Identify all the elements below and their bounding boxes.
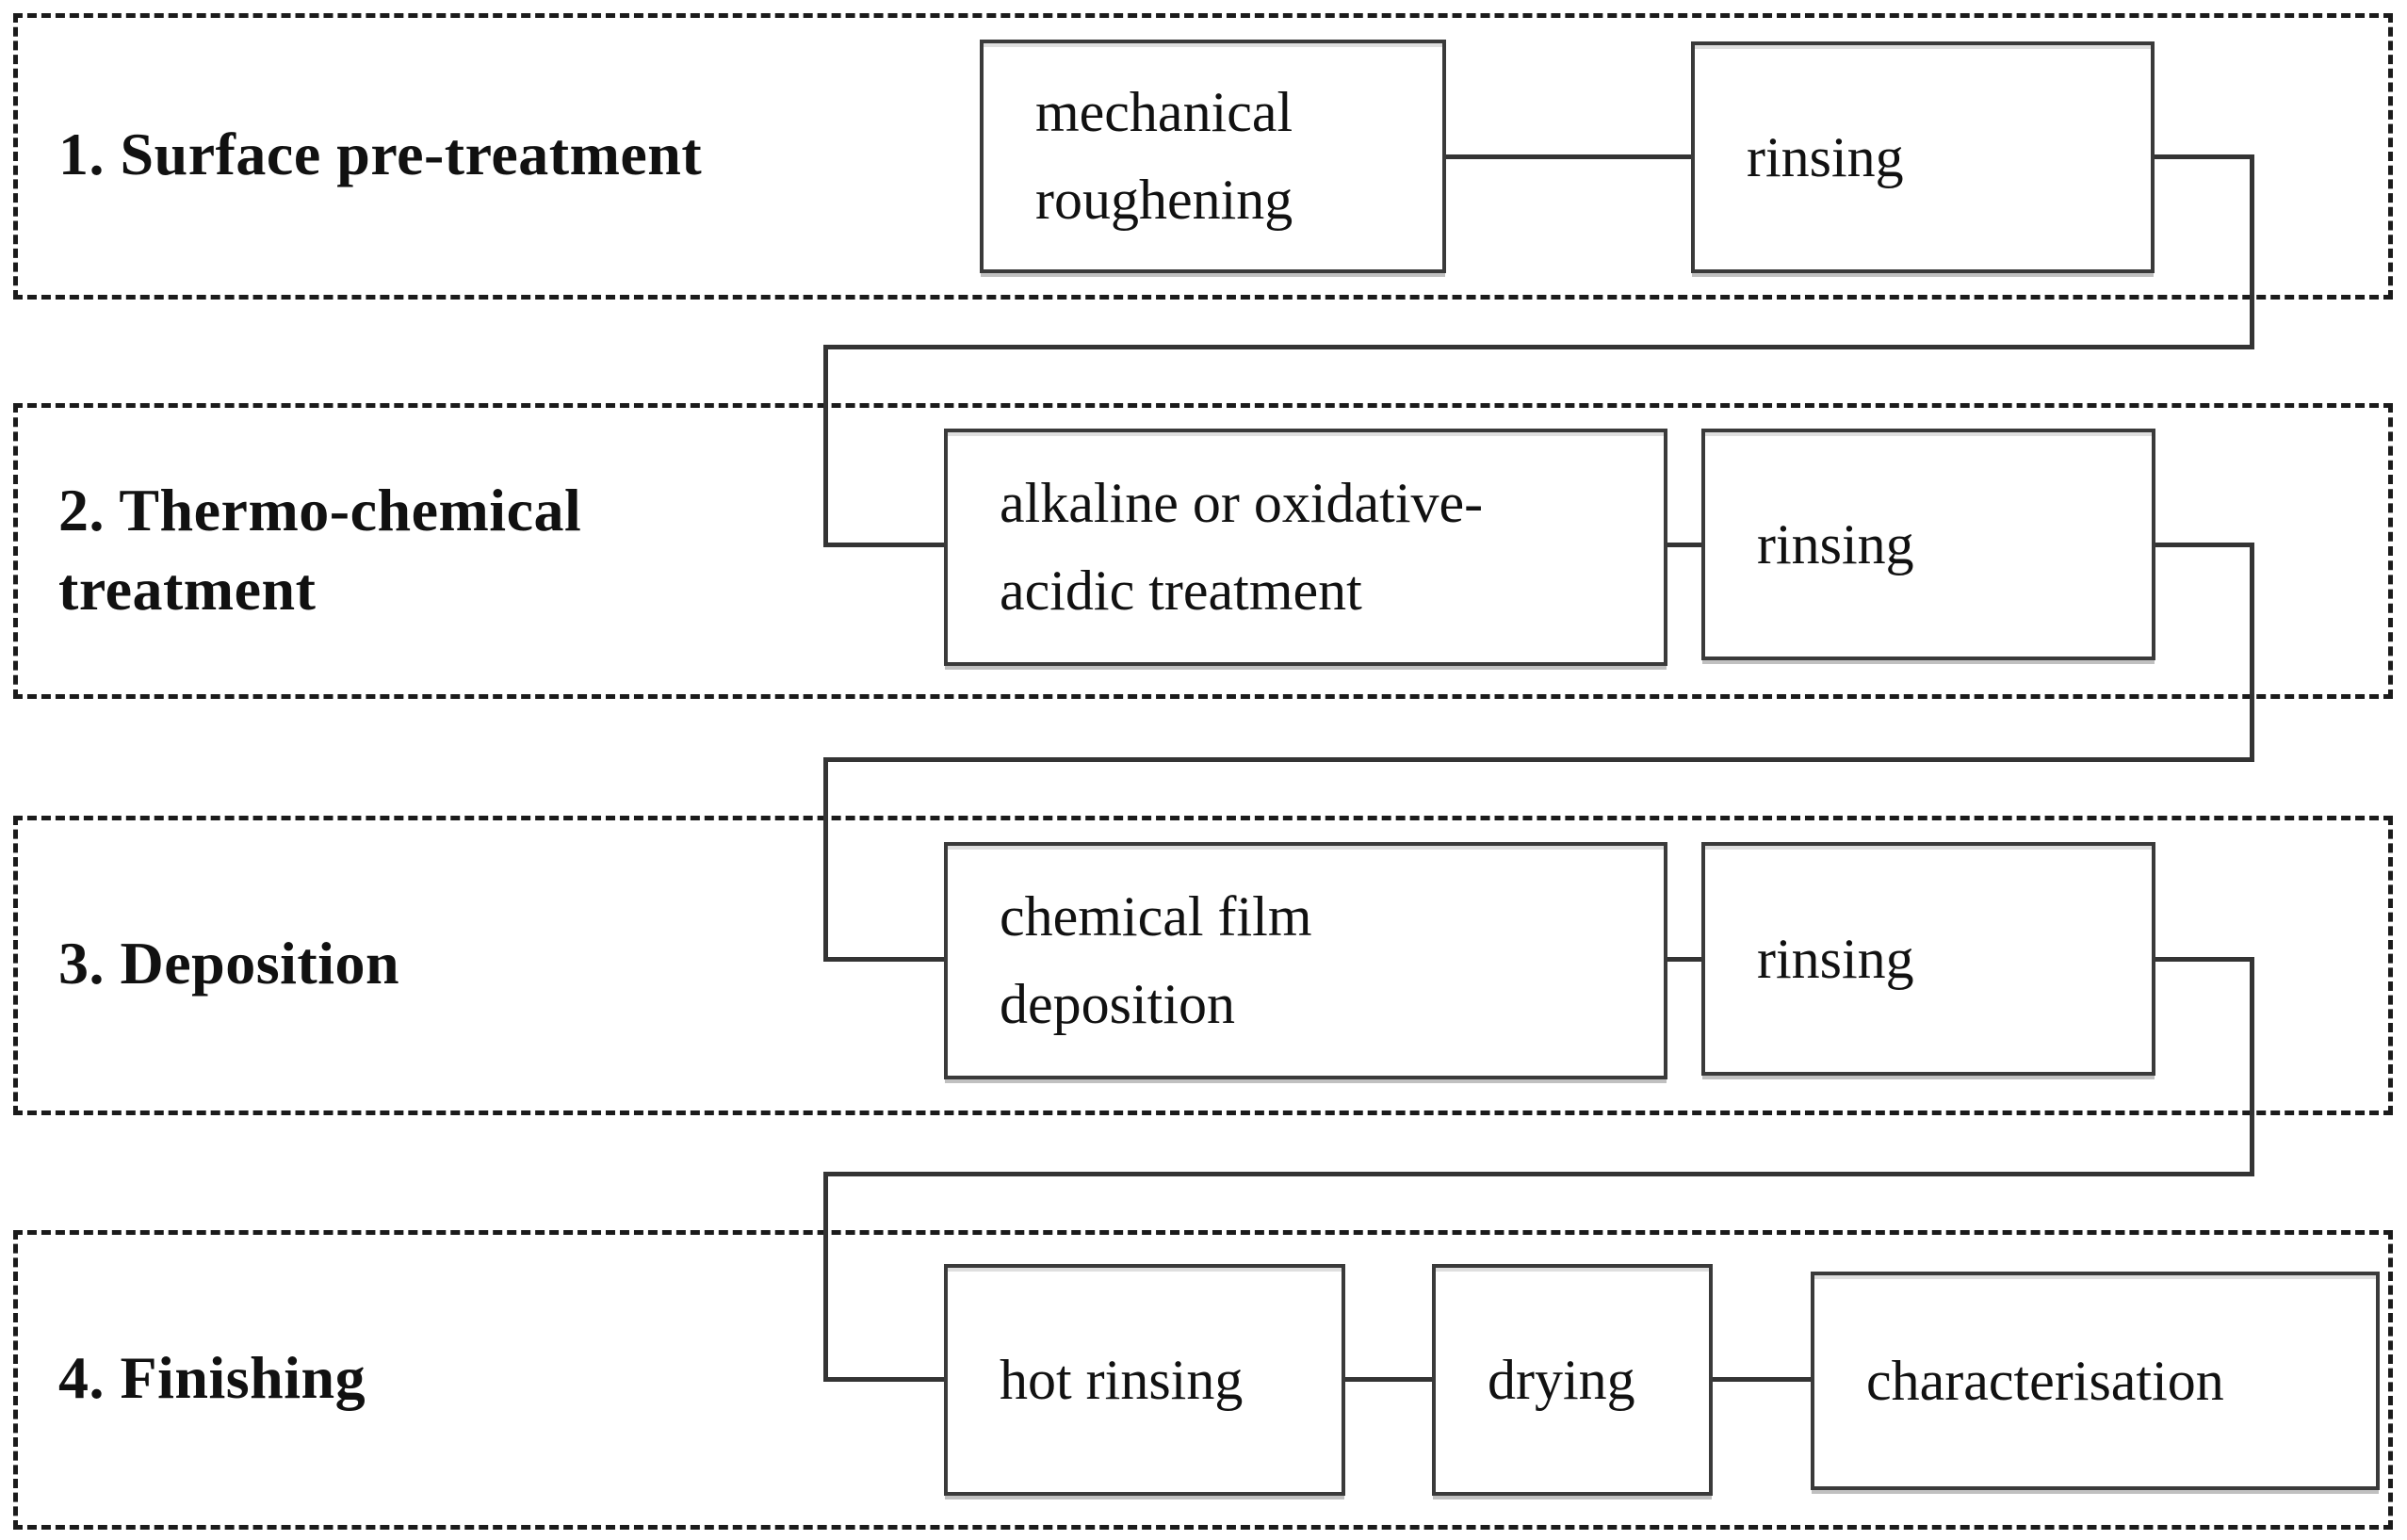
stage-frame-thermo-chemical-treatment <box>13 403 2393 699</box>
box-text: rinsing <box>1747 125 1904 188</box>
connector-segment <box>2250 154 2254 349</box>
box-text: rinsing <box>1757 927 1914 990</box>
connector-segment <box>2250 957 2254 1176</box>
box-chemical-film-deposition: chemical film deposition <box>944 842 1667 1079</box>
stage-frame-deposition <box>13 816 2393 1115</box>
box-rinsing-stage3: rinsing <box>1701 842 2155 1076</box>
stage-label-thermo-chemical-treatment: 2. Thermo-chemical treatment <box>58 477 582 624</box>
connector-segment <box>823 1172 2254 1176</box>
box-text: hot rinsing <box>1000 1348 1244 1411</box>
box-text: characterisation <box>1866 1349 2224 1412</box>
stage-label-finishing: 4. Finishing <box>58 1344 366 1411</box>
stage-frame-surface-pre-treatment <box>13 13 2393 300</box>
box-drying: drying <box>1432 1264 1713 1496</box>
connector-segment <box>2155 154 2254 159</box>
box-hot-rinsing: hot rinsing <box>944 1264 1345 1496</box>
connector-segment <box>2155 957 2254 962</box>
connector-segment <box>823 543 948 547</box>
connector-segment <box>823 757 828 962</box>
connector-segment <box>823 757 2254 762</box>
connector-segment <box>1667 543 1701 547</box>
connector-segment <box>2155 543 2254 547</box>
connector-segment <box>823 957 948 962</box>
connector-segment <box>823 345 2254 349</box>
box-rinsing-stage2: rinsing <box>1701 429 2155 660</box>
connector-segment <box>2250 543 2254 762</box>
connector-segment <box>1345 1377 1432 1382</box>
stage-label-deposition: 3. Deposition <box>58 930 400 997</box>
connector-segment <box>1667 957 1701 962</box>
connector-segment <box>1713 1377 1811 1382</box>
box-text: mechanical roughening <box>1035 81 1293 231</box>
box-text: drying <box>1488 1348 1635 1411</box>
connector-segment <box>823 345 828 547</box>
box-text: alkaline or oxidative- acidic treatment <box>1000 472 1484 622</box>
box-text: rinsing <box>1757 512 1914 575</box>
box-alkaline-or-oxidative-acidic-treatment: alkaline or oxidative- acidic treatment <box>944 429 1667 666</box>
connector-segment <box>1446 154 1691 159</box>
box-characterisation: characterisation <box>1811 1272 2380 1490</box>
stage-label-surface-pre-treatment: 1. Surface pre-treatment <box>58 121 703 187</box>
connector-segment <box>823 1377 948 1382</box>
box-text: chemical film deposition <box>1000 885 1312 1035</box>
connector-segment <box>823 1172 828 1382</box>
box-rinsing-stage1: rinsing <box>1691 41 2155 273</box>
box-mechanical-roughening: mechanical roughening <box>980 40 1446 273</box>
stage-frame-finishing <box>13 1230 2393 1530</box>
